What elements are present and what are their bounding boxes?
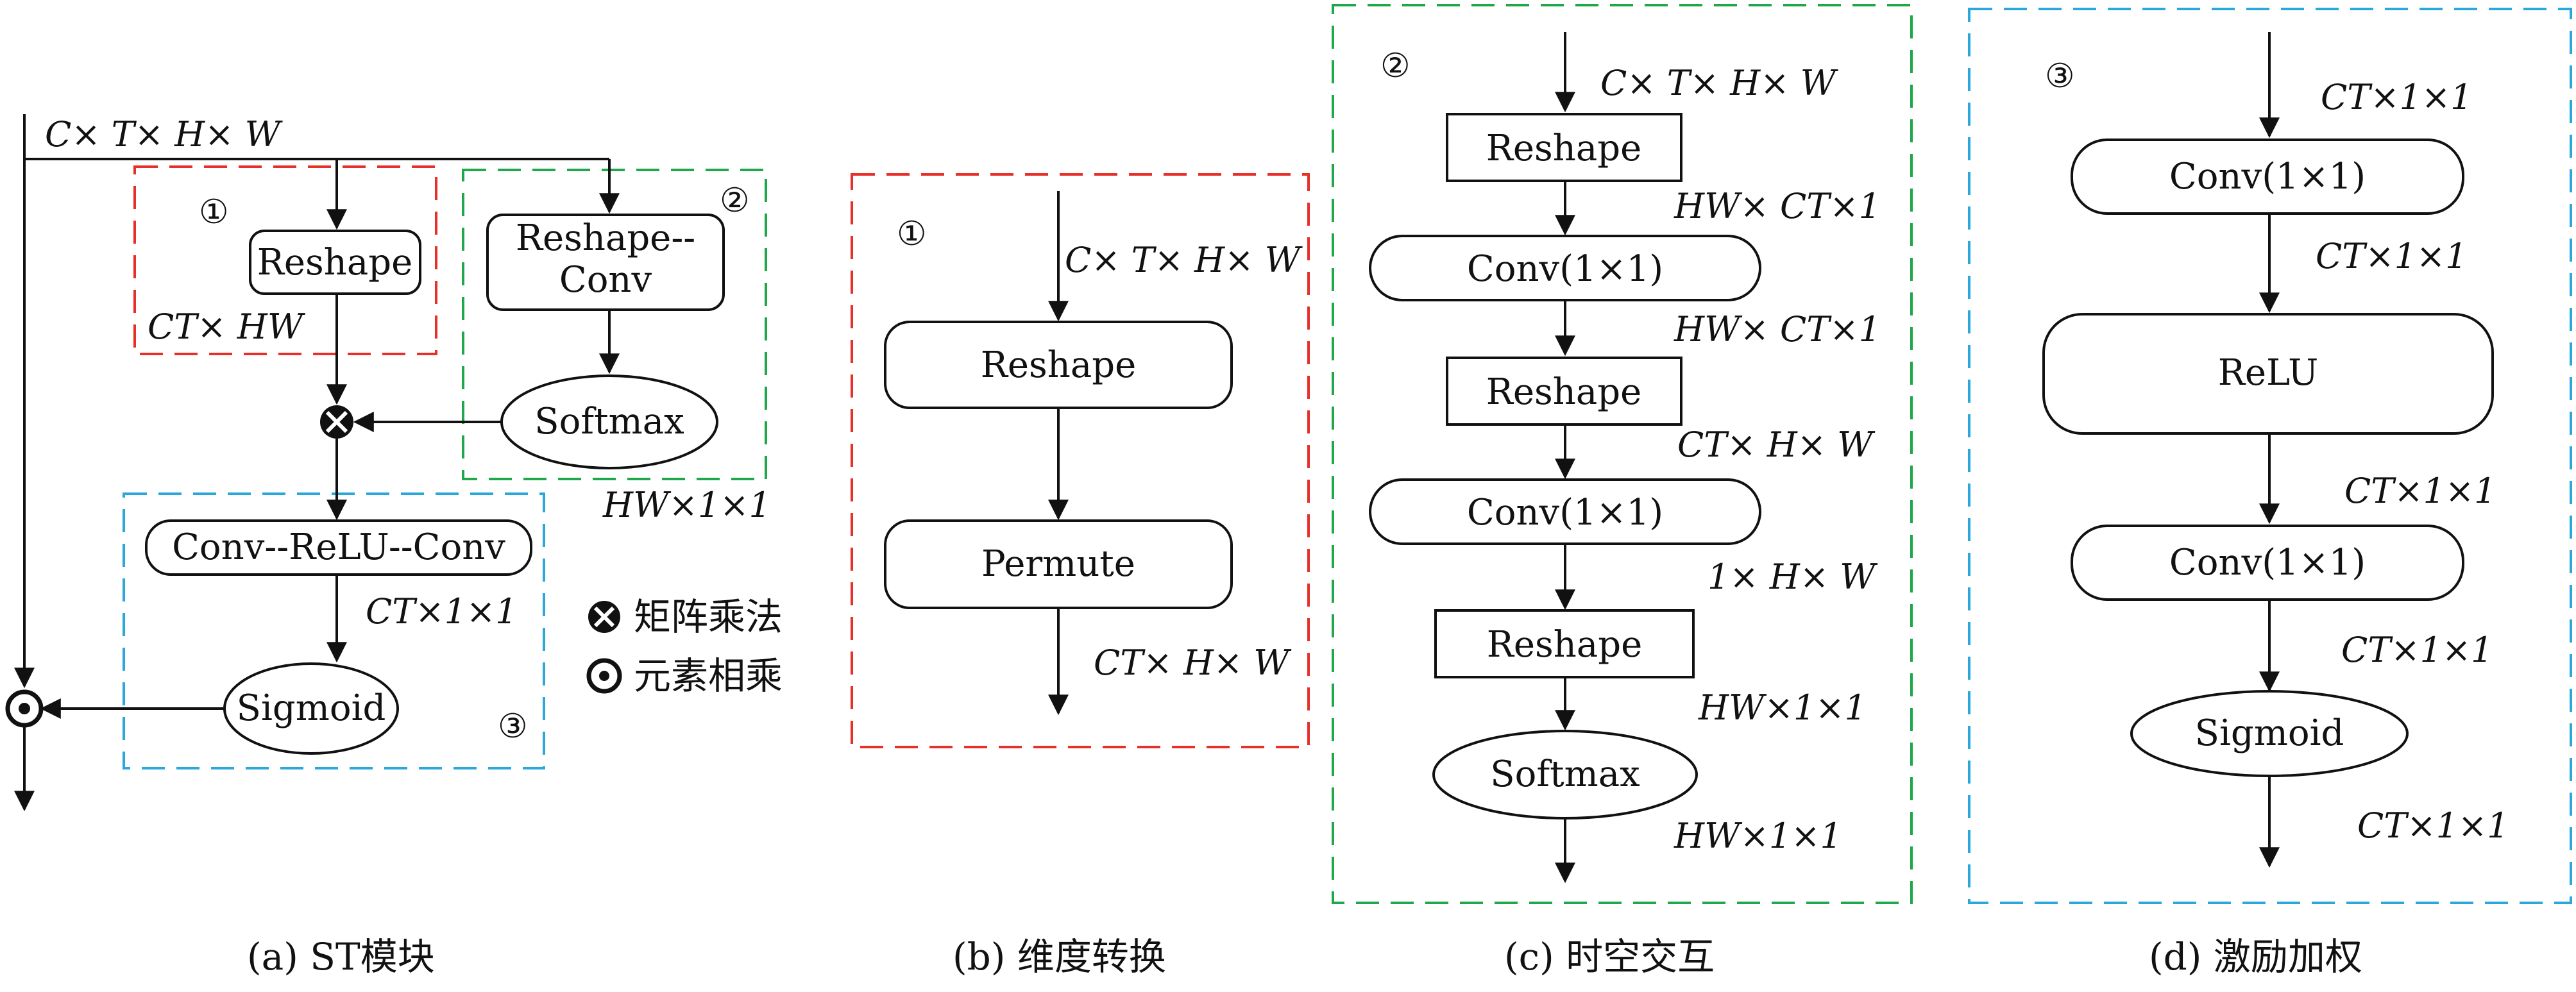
legend-elementwise-label: 元素相乘 xyxy=(634,654,783,698)
panel-a-reshape-box xyxy=(249,230,421,295)
panel-b: ① C× T× H× W Reshape Permute CT× H× W (b… xyxy=(851,173,1310,979)
panel-c-reshape3-box xyxy=(1434,609,1695,678)
panel-d-sigmoid-label: Sigmoid xyxy=(2195,712,2344,754)
panel-c-dim1: HW× CT×1 xyxy=(1674,186,1881,226)
panel-d: ③ CT×1×1 Conv(1×1) CT×1×1 ReLU CT×1×1 Co… xyxy=(1968,8,2572,979)
panel-a-input-dim: C× T× H× W xyxy=(45,114,284,155)
panel-b-input-dim: C× T× H× W xyxy=(1065,240,1303,280)
panel-a-ct-hw: CT× HW xyxy=(148,307,306,347)
panel-a-ct11: CT×1×1 xyxy=(366,591,518,632)
panel-b-mark-1: ① xyxy=(897,215,927,253)
panel-b-output-dim: CT× H× W xyxy=(1094,643,1292,683)
panel-d-conv2-box xyxy=(2071,525,2464,601)
panel-a-conv-relu-conv-label: Conv--ReLU--Conv xyxy=(172,526,505,568)
panel-c-reshape1-label: Reshape xyxy=(1486,128,1641,169)
panel-c-dim4: 1× H× W xyxy=(1707,557,1878,597)
panel-a-mark-1: ① xyxy=(199,193,229,231)
panel-d-dim2: CT×1×1 xyxy=(2344,471,2496,511)
panel-c-reshape2-label: Reshape xyxy=(1486,371,1641,413)
panel-d-relu-label: ReLU xyxy=(2218,352,2319,394)
panel-d-dim4: CT×1×1 xyxy=(2357,805,2509,846)
panel-a-reshape-label: Reshape xyxy=(257,242,412,283)
panel-d-conv1-box xyxy=(2071,139,2464,215)
panel-c-dim5: HW×1×1 xyxy=(1698,687,1867,728)
panel-c-mark-2: ② xyxy=(1380,47,1411,85)
panel-a-group-3-frame xyxy=(123,492,545,769)
panel-a-mark-3: ③ xyxy=(498,707,528,746)
panel-a-sigmoid-label: Sigmoid xyxy=(237,687,386,729)
panel-c-dim6: HW×1×1 xyxy=(1674,816,1842,856)
panel-d-caption: (d) 激励加权 xyxy=(2149,935,2362,979)
legend-elementwise: 元素相乘 xyxy=(586,654,783,698)
panel-a-elementwise-icon xyxy=(5,689,44,728)
panel-d-dim0: CT×1×1 xyxy=(2321,77,2473,117)
panel-c-frame xyxy=(1332,4,1913,904)
panel-a-reshape-conv-line1: Reshape-- xyxy=(516,217,695,259)
panel-c-reshape2-box xyxy=(1446,357,1682,426)
legend-matmul: 矩阵乘法 xyxy=(588,595,783,639)
panel-b-permute-label: Permute xyxy=(981,543,1135,585)
panel-b-caption: (b) 维度转换 xyxy=(953,935,1166,979)
panel-c-reshape3-label: Reshape xyxy=(1487,624,1642,666)
panel-d-conv1-label: Conv(1×1) xyxy=(2169,156,2366,198)
legend-matmul-label: 矩阵乘法 xyxy=(634,595,783,639)
panel-d-conv2-label: Conv(1×1) xyxy=(2169,542,2366,584)
panel-c-softmax-label: Softmax xyxy=(1490,753,1640,795)
panel-a-group-2-frame xyxy=(462,169,767,480)
panel-c-caption: (c) 时空交互 xyxy=(1504,935,1715,979)
panel-c-input-dim: C× T× H× W xyxy=(1600,63,1839,103)
panel-c: ② C× T× H× W Reshape HW× CT×1 Conv(1×1) … xyxy=(1332,4,1913,979)
panel-d-mark-3: ③ xyxy=(2045,57,2075,96)
panel-d-frame xyxy=(1968,8,2572,904)
panel-d-dim3: CT×1×1 xyxy=(2341,630,2493,670)
panel-a-conv-relu-conv-box xyxy=(145,519,532,576)
panel-a-reshape-conv-box xyxy=(486,214,725,311)
panel-a: C× T× H× W ① Reshape CT× HW ② Reshape-- … xyxy=(5,114,783,979)
panel-c-dim2: HW× CT×1 xyxy=(1674,309,1881,349)
panel-a-softmax-label: Softmax xyxy=(534,401,684,442)
panel-c-conv1-label: Conv(1×1) xyxy=(1467,248,1663,290)
panel-a-matmul-icon xyxy=(320,405,353,439)
panel-a-reshape-conv-line2: Conv xyxy=(559,259,652,301)
panel-b-reshape-label: Reshape xyxy=(981,344,1136,386)
panel-a-caption: (a) ST模块 xyxy=(247,935,435,979)
panel-b-frame xyxy=(851,173,1310,748)
panel-d-dim1: CT×1×1 xyxy=(2316,236,2468,276)
panel-c-dim3: CT× H× W xyxy=(1677,425,1876,465)
panel-a-group-1-frame xyxy=(133,165,437,355)
panel-a-hw11: HW×1×1 xyxy=(602,485,771,525)
panel-a-mark-2: ② xyxy=(720,181,750,220)
panel-c-conv2-label: Conv(1×1) xyxy=(1467,492,1663,534)
